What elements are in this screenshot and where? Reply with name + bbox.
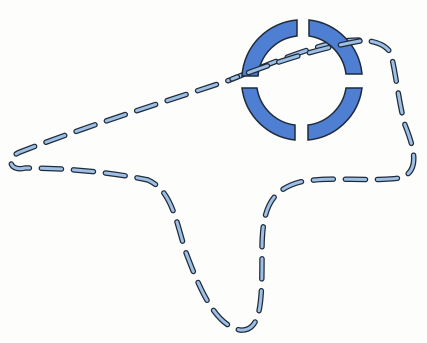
ring-segment-bottom-left [242,88,295,140]
dashed-path [11,40,414,330]
ring-segment-bottom-right [308,88,362,140]
dashed-path-outline [11,40,414,330]
segmented-ring [242,20,362,140]
